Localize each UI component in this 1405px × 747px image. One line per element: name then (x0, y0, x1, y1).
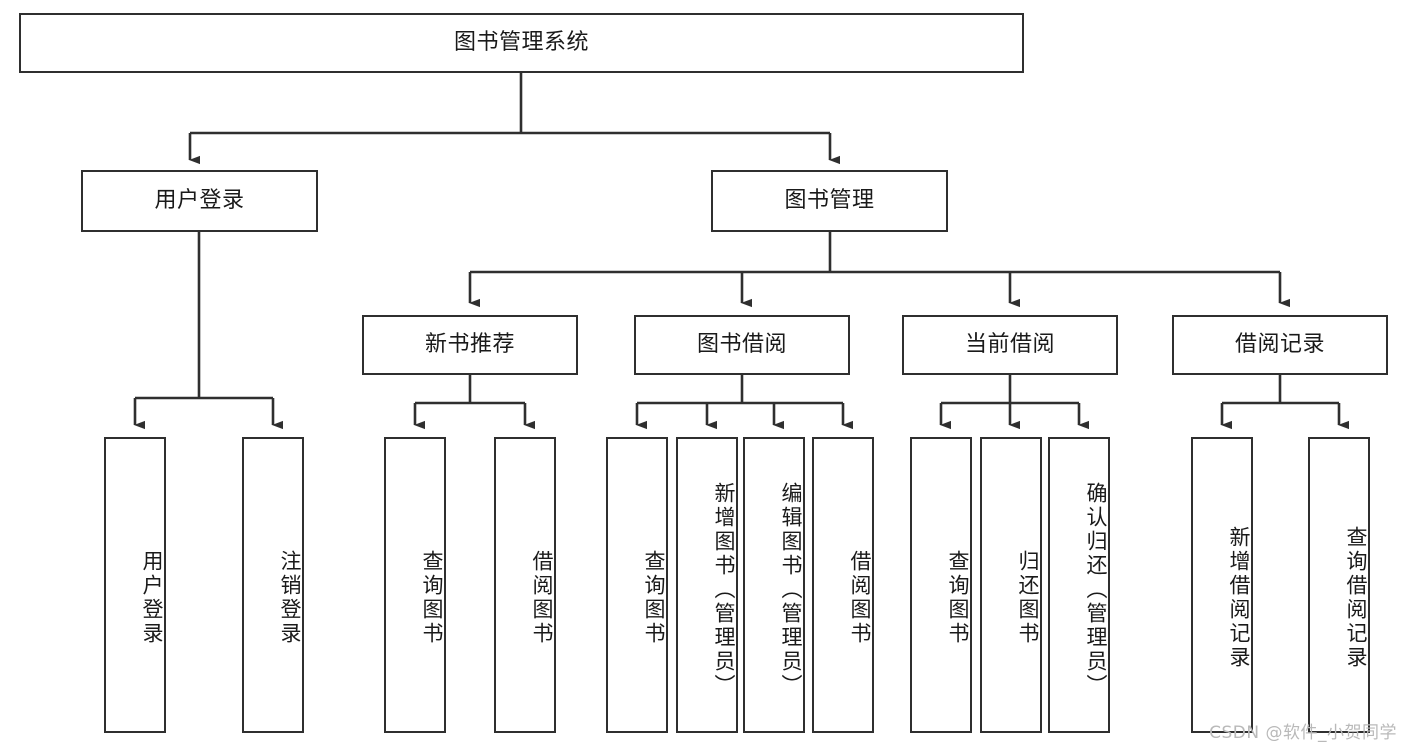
leaf-borrow-record-add-record[interactable]: 新增借阅记录 (1191, 437, 1253, 733)
node-label: 新增借阅记录 (1227, 526, 1251, 670)
leaf-book-borrow-edit-book-admin[interactable]: 编辑图书（管理员） (743, 437, 805, 733)
node-label: 新增图书（管理员） (712, 482, 736, 698)
leaf-book-borrow-borrow-book[interactable]: 借阅图书 (812, 437, 874, 733)
node-label: 图书管理 (784, 188, 875, 214)
leaf-current-borrow-confirm-return-admin[interactable]: 确认归还（管理员） (1048, 437, 1110, 733)
node-root-book-management-system[interactable]: 图书管理系统 (19, 13, 1024, 73)
node-user-login[interactable]: 用户登录 (81, 170, 318, 232)
node-label: 查询图书 (420, 550, 444, 646)
node-current-borrow[interactable]: 当前借阅 (902, 315, 1118, 375)
node-label: 借阅记录 (1234, 332, 1325, 358)
node-label: 图书管理系统 (453, 30, 589, 56)
node-label: 借阅图书 (530, 550, 554, 646)
node-book-management[interactable]: 图书管理 (711, 170, 948, 232)
leaf-book-borrow-add-book-admin[interactable]: 新增图书（管理员） (676, 437, 738, 733)
node-label: 查询图书 (642, 550, 666, 646)
node-label: 查询借阅记录 (1344, 526, 1368, 670)
node-label: 新书推荐 (424, 332, 515, 358)
node-label: 编辑图书（管理员） (779, 482, 803, 698)
node-label: 查询图书 (946, 550, 970, 646)
node-label: 当前借阅 (964, 332, 1055, 358)
leaf-new-book-borrow-book[interactable]: 借阅图书 (494, 437, 556, 733)
node-label: 图书借阅 (696, 332, 787, 358)
node-book-borrow[interactable]: 图书借阅 (634, 315, 850, 375)
node-label: 归还图书 (1016, 550, 1040, 646)
node-borrow-record[interactable]: 借阅记录 (1172, 315, 1388, 375)
node-label: 用户登录 (140, 550, 164, 646)
leaf-current-borrow-return-book[interactable]: 归还图书 (980, 437, 1042, 733)
node-label: 借阅图书 (848, 550, 872, 646)
node-label: 确认归还（管理员） (1084, 482, 1108, 698)
node-label: 注销登录 (278, 550, 302, 646)
leaf-current-borrow-query-book[interactable]: 查询图书 (910, 437, 972, 733)
node-new-book-recommend[interactable]: 新书推荐 (362, 315, 578, 375)
leaf-book-borrow-query-book[interactable]: 查询图书 (606, 437, 668, 733)
node-label: 用户登录 (154, 188, 245, 214)
leaf-borrow-record-query-record[interactable]: 查询借阅记录 (1308, 437, 1370, 733)
leaf-user-login-signout[interactable]: 注销登录 (242, 437, 304, 733)
csdn-watermark: CSDN @软件_小贺同学 (1209, 723, 1397, 743)
leaf-new-book-query-book[interactable]: 查询图书 (384, 437, 446, 733)
leaf-user-login-signin[interactable]: 用户登录 (104, 437, 166, 733)
